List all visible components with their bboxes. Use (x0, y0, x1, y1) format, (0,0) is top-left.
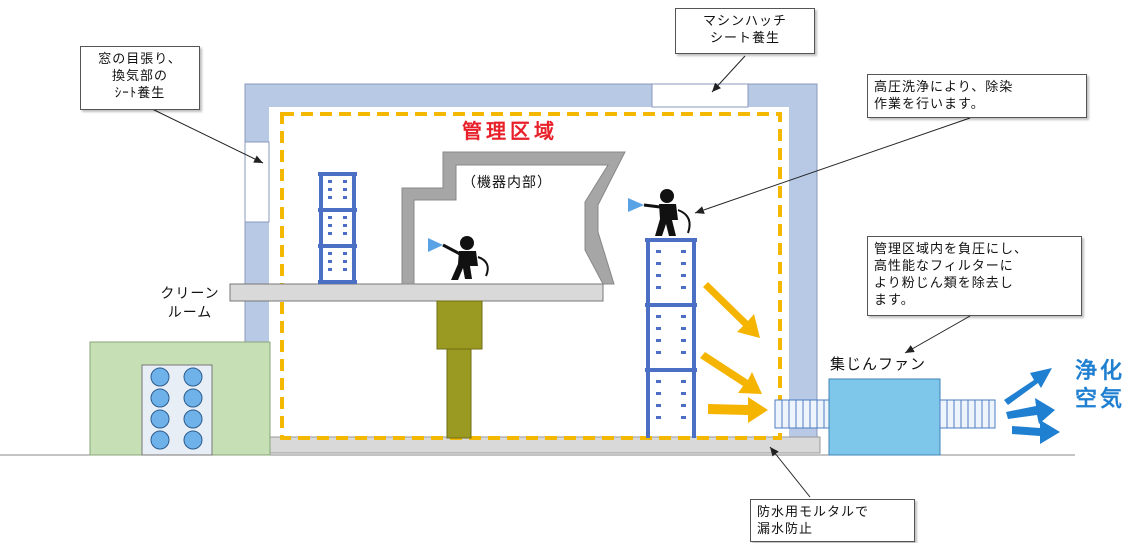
airflow-arrows (700, 282, 768, 423)
window-opening (244, 141, 270, 223)
platform (229, 283, 604, 302)
clean-room-label: クリーン ルーム (160, 286, 220, 321)
duct-outlet-ribs (946, 400, 990, 428)
machine-interior-shape (401, 151, 626, 285)
managed-zone-title: 管理区域 (462, 119, 558, 143)
callout-window: 窓の目張り、 換気部の ｼｰﾄ養生 (80, 46, 200, 110)
callout-high-pressure: 高圧洗浄により、除染 作業を行います。 (867, 74, 1087, 118)
column-upper (436, 300, 483, 350)
callout-mortar: 防水用モルタルで 漏水防止 (750, 499, 915, 542)
duct-inlet-ribs (781, 400, 825, 428)
rack-left (318, 172, 357, 284)
dust-collection-fan (828, 378, 941, 456)
machine-interior-label: （機器内部） (462, 175, 552, 191)
managed-zone-border (280, 112, 782, 440)
column-lower (446, 348, 472, 439)
filter-units (150, 367, 203, 450)
rack-right-holes (656, 250, 686, 419)
rack-right (645, 238, 697, 438)
worker-icon-rack (628, 189, 691, 236)
machine-hatch (651, 83, 749, 108)
callout-negative-pressure: 管理区域内を負圧にし、 高性能なフィルターに より粉じん類を除去し ます。 (867, 236, 1082, 316)
worker-icon-machine (428, 236, 489, 280)
dust-fan-label: 集じんファン (830, 355, 927, 373)
rack-left-holes (328, 180, 347, 271)
clean-air-arrows (1004, 368, 1060, 444)
clean-air-label: 浄化 空気 (1075, 359, 1126, 412)
callout-machine-hatch: マシンハッチ シート養生 (675, 8, 815, 54)
callout-leaders (147, 55, 971, 498)
